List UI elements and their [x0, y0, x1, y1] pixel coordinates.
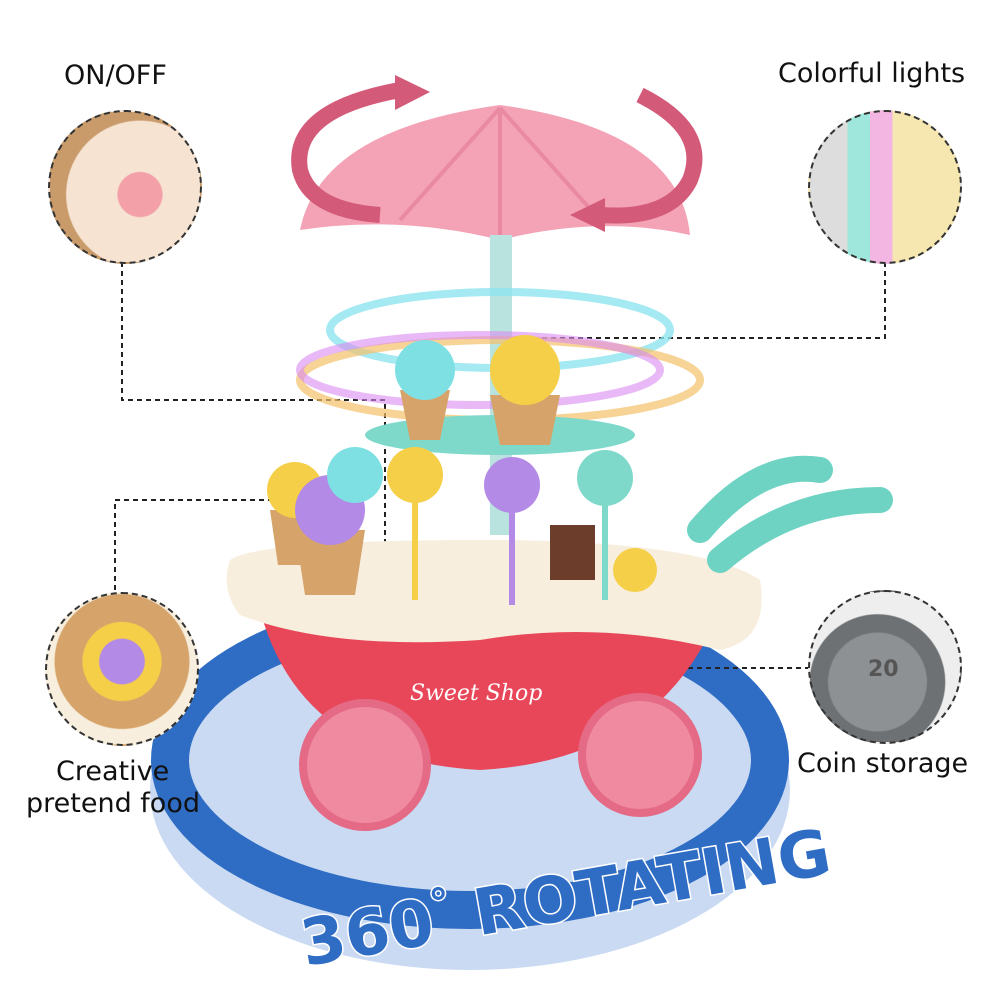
wheel-right [578, 693, 702, 817]
label-creative-food-1: Creative [56, 756, 170, 787]
callout-food-image [45, 592, 199, 746]
label-creative-food-2: pretend food [26, 788, 200, 819]
wheel-left [299, 699, 431, 831]
rotation-arrow-right-icon [599, 87, 703, 224]
label-on-off: ON/OFF [64, 60, 167, 91]
label-coin-storage: Coin storage [797, 748, 969, 779]
coin-value: 20 [868, 657, 899, 682]
cart-brand-text: Sweet Shop [410, 681, 542, 706]
callout-coin-image: 20 [808, 590, 962, 744]
callout-on-off-image [48, 110, 202, 264]
cart-handle [687, 455, 893, 573]
callout-lights-image [808, 110, 962, 264]
label-colorful-lights: Colorful lights [778, 58, 966, 89]
rotation-arrow-left-icon [291, 82, 402, 223]
